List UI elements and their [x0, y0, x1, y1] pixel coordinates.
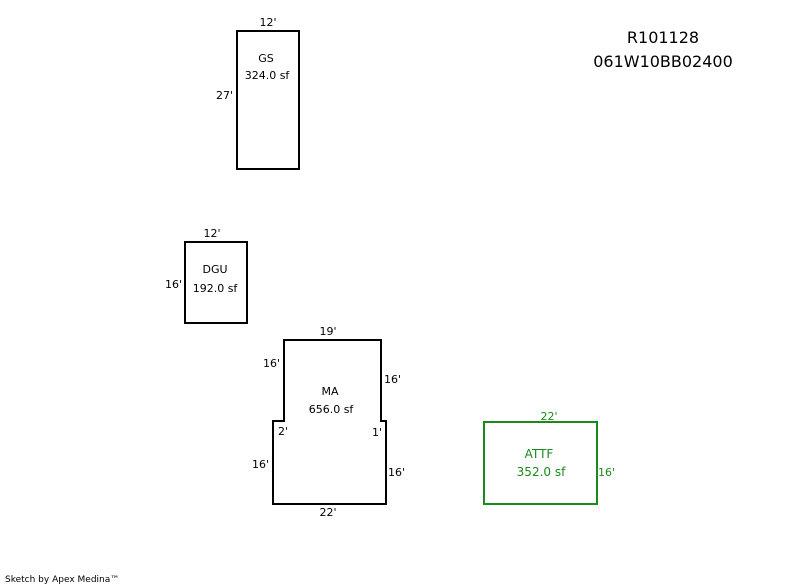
ma-upper-right-dimension: 16' [384, 373, 401, 386]
gs-label: GS [258, 52, 274, 65]
dgu-left-dimension: 16' [165, 278, 182, 291]
account-id: R101128 [626, 28, 700, 47]
ma-left-step-dimension: 2' [278, 425, 288, 438]
structure-dgu: 12' 16' DGU 192.0 sf [165, 227, 248, 324]
parcel-identifier: R101128 061W10BB02400 [548, 26, 748, 74]
gs-top-dimension: 12' [259, 16, 276, 29]
attf-area: 352.0 sf [517, 465, 566, 479]
dgu-label: DGU [202, 263, 227, 276]
attf-top-dimension: 22' [540, 410, 557, 423]
structure-ma: 19' 16' 16' 2' 1' 16' 16' 22' MA 656.0 s… [252, 325, 405, 519]
dgu-outline [184, 241, 248, 324]
ma-top-dimension: 19' [319, 325, 336, 338]
attf-right-dimension: 16' [598, 466, 615, 479]
dgu-top-dimension: 12' [203, 227, 220, 240]
attf-label: ATTF [525, 447, 554, 461]
ma-bottom-dimension: 22' [319, 506, 336, 519]
gs-left-dimension: 27' [216, 89, 233, 102]
ma-upper-left-dimension: 16' [263, 357, 280, 370]
ma-lower-right-dimension: 16' [388, 466, 405, 479]
ma-area: 656.0 sf [309, 403, 355, 416]
structure-attf: 22' 16' ATTF 352.0 sf [483, 410, 615, 505]
gs-area: 324.0 sf [245, 69, 291, 82]
structure-gs: 12' 27' GS 324.0 sf [216, 16, 300, 170]
ma-label: MA [321, 385, 338, 398]
sketch-credit: Sketch by Apex Medina™ [5, 575, 120, 585]
ma-outline [272, 339, 387, 505]
attf-outline [483, 421, 598, 505]
ma-lower-left-dimension: 16' [252, 458, 269, 471]
dgu-area: 192.0 sf [193, 282, 239, 295]
ma-right-step-dimension: 1' [372, 426, 382, 439]
map-tax-lot: 061W10BB02400 [593, 52, 733, 71]
gs-outline [236, 30, 300, 170]
